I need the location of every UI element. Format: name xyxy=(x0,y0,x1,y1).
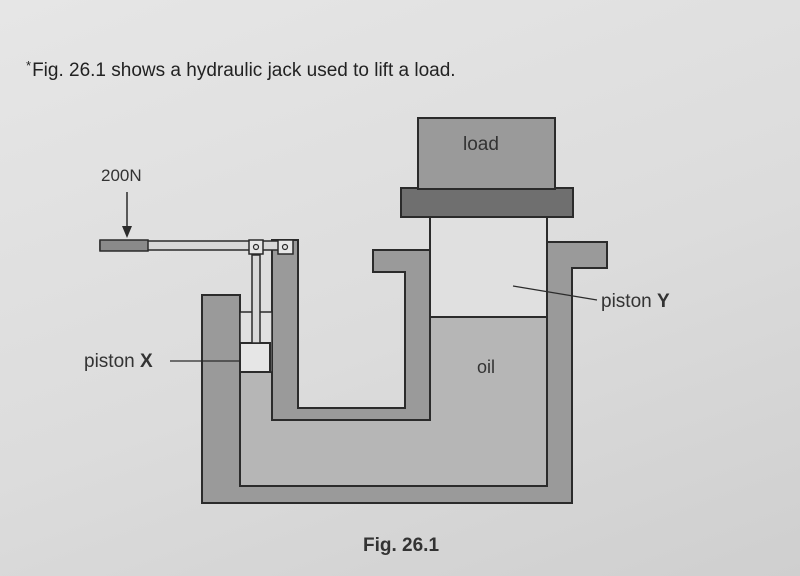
question-marker: * xyxy=(26,58,32,73)
load-block xyxy=(417,117,556,190)
piston-x-rod xyxy=(251,254,261,344)
piston-x-label-letter: X xyxy=(140,351,153,372)
piston-y-label-letter: Y xyxy=(657,291,670,312)
piston-y-label-prefix: piston xyxy=(601,291,657,312)
figure-caption: Fig. 26.1 xyxy=(363,535,439,556)
lever-handle xyxy=(99,239,149,252)
oil-label: oil xyxy=(477,357,495,377)
load-label: load xyxy=(463,134,499,155)
lever-pivot xyxy=(277,239,294,255)
lever-joint-pin xyxy=(252,243,260,251)
piston-x xyxy=(239,342,271,373)
force-arrow-head xyxy=(122,226,132,238)
piston-x-label: piston X xyxy=(84,351,153,372)
piston-x-label-prefix: piston xyxy=(84,351,140,372)
piston-y-label: piston Y xyxy=(601,291,670,312)
piston-y xyxy=(429,216,548,318)
piston-y-leader xyxy=(512,285,598,301)
question-text: *Fig. 26.1 shows a hydraulic jack used t… xyxy=(26,58,456,82)
left-cylinder-wall xyxy=(271,239,431,421)
piston-y-platform xyxy=(400,187,574,218)
force-label: 200N xyxy=(101,166,142,185)
lever-pivot-pin xyxy=(281,243,289,251)
lever-joint xyxy=(248,239,264,255)
question-sentence: Fig. 26.1 shows a hydraulic jack used to… xyxy=(32,60,456,81)
